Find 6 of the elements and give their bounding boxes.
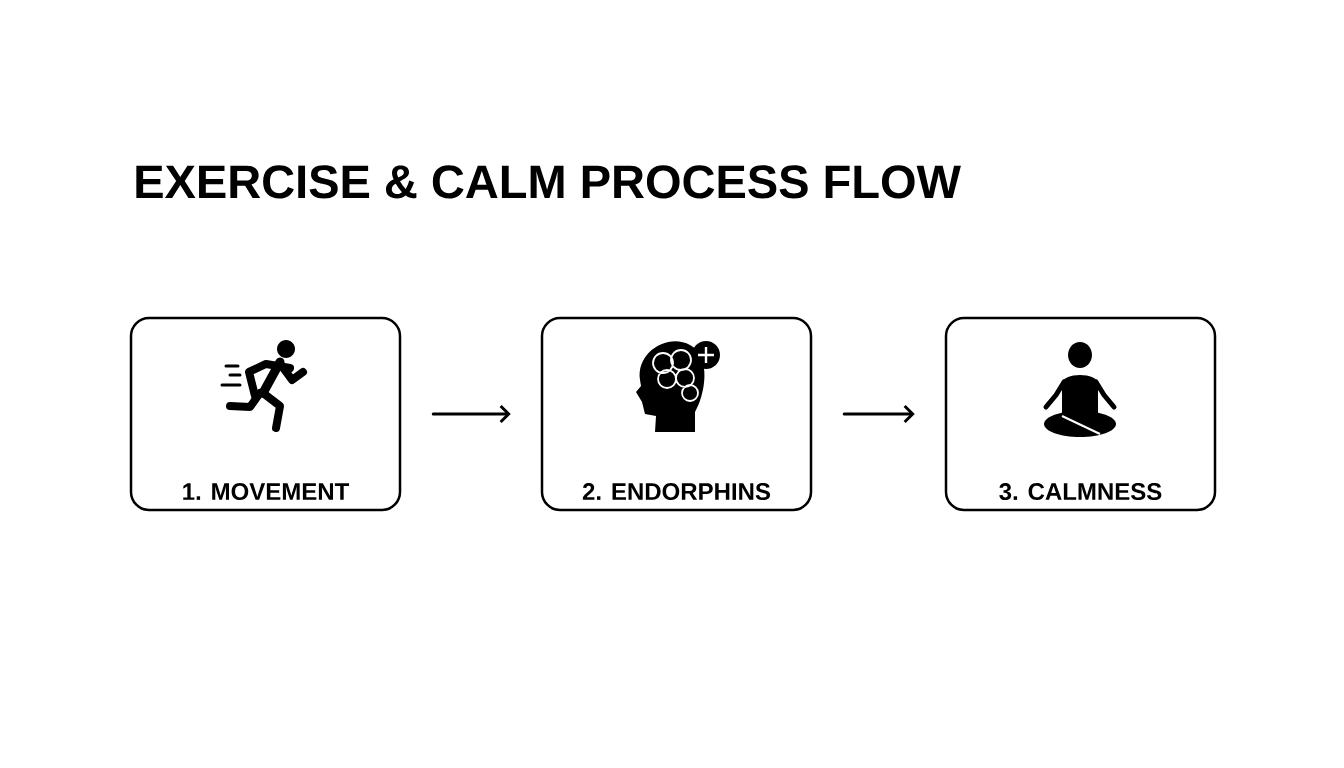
arrow (431, 404, 511, 424)
title: EXERCISE & CALM PROCESS FLOW (136, 165, 961, 199)
step-box: 2. ENDORPHINS (540, 316, 813, 512)
arrow (842, 404, 915, 424)
step-box: 1. MOVEMENT (129, 316, 402, 512)
step-box: 3. CALMNESS (944, 316, 1217, 512)
